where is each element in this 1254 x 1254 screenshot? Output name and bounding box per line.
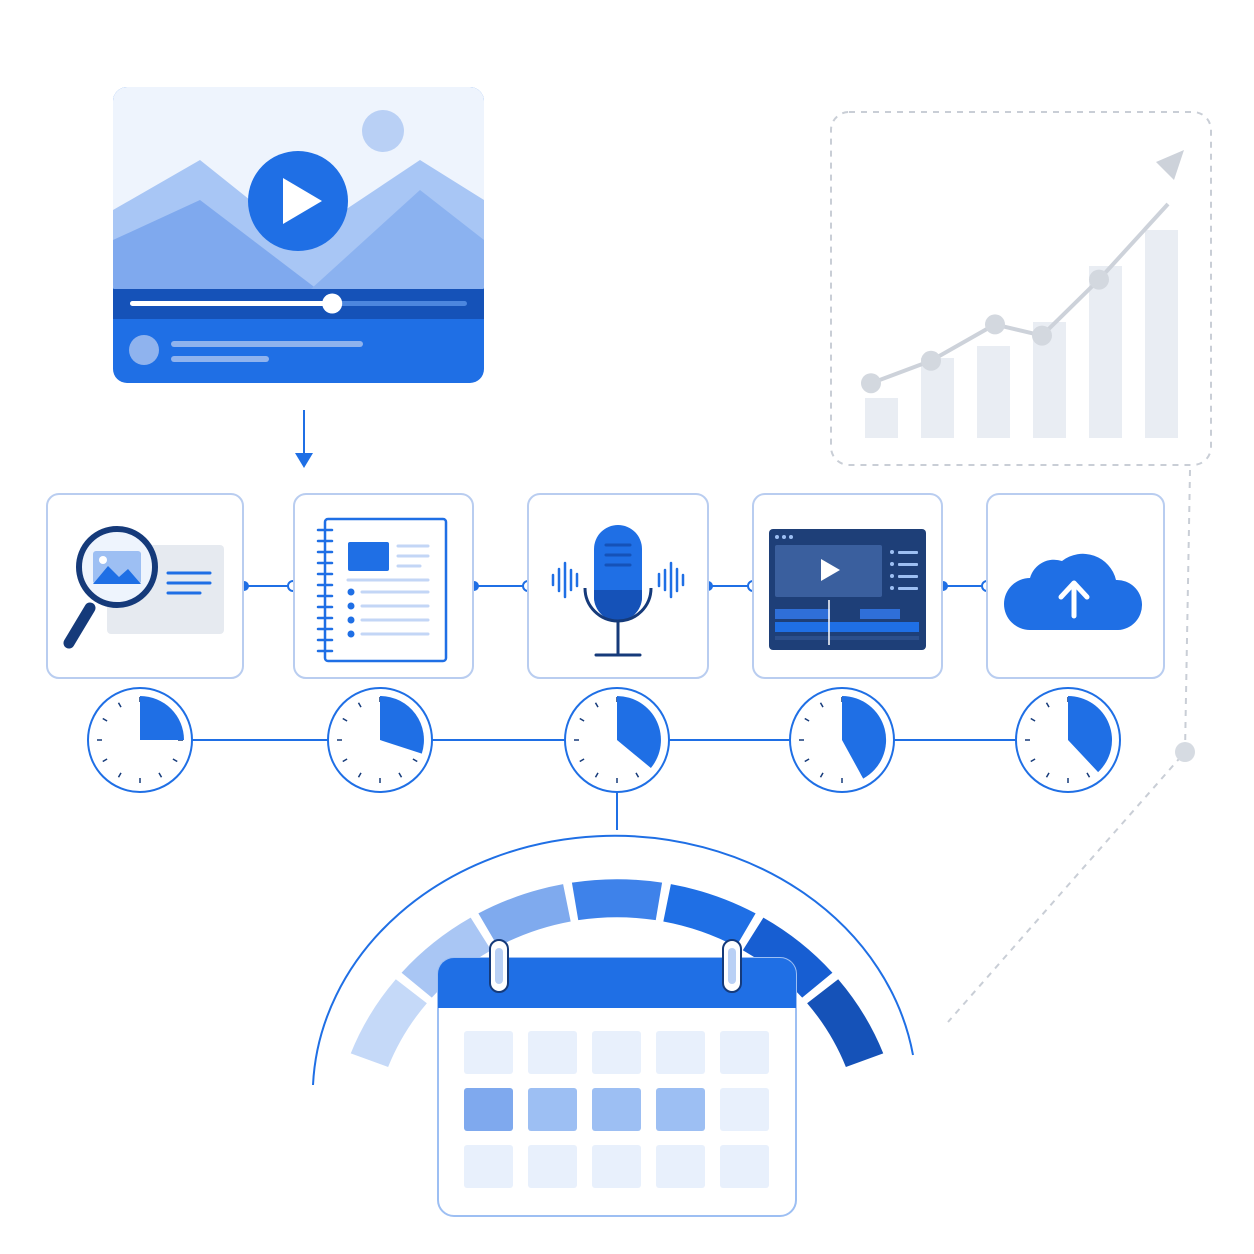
video-editor-icon	[769, 529, 926, 650]
trend-point	[861, 373, 881, 394]
calendar-day	[464, 1145, 513, 1188]
timer-progress	[842, 695, 887, 779]
calendar-day	[464, 1031, 513, 1074]
play-icon	[821, 559, 840, 581]
step-card-script[interactable]	[293, 493, 474, 679]
magnifier-image-icon	[63, 526, 158, 649]
play-button[interactable]	[248, 151, 348, 251]
mountain-front	[113, 200, 330, 299]
calendar-day	[656, 1031, 705, 1074]
arc-segment	[401, 917, 492, 998]
arc-segment	[478, 884, 571, 947]
dashed-connector	[947, 469, 1191, 1023]
calendar-day	[720, 1088, 769, 1131]
down-arrow	[295, 410, 313, 468]
timer-progress	[380, 696, 424, 754]
growth-chart	[830, 111, 1212, 1023]
trend-point	[921, 350, 941, 371]
microphone-icon	[583, 525, 653, 657]
trend-point	[985, 314, 1005, 335]
subtitle-line	[171, 356, 269, 362]
timer-progress	[1068, 696, 1113, 773]
growth-chart-frame	[830, 111, 1212, 466]
arc-segment	[742, 917, 833, 998]
play-icon	[283, 178, 322, 224]
timer-icon	[789, 687, 895, 793]
bullet-dot	[347, 630, 355, 638]
timer-icon	[564, 687, 670, 793]
timer-icon	[1015, 687, 1121, 793]
arc-segment	[571, 879, 663, 921]
title-line	[171, 341, 363, 347]
calendar-day	[656, 1145, 705, 1188]
trend-point	[1089, 269, 1109, 290]
calendar-day	[592, 1145, 641, 1188]
timer-icon	[327, 687, 433, 793]
timer-icon	[87, 687, 193, 793]
arc-segment	[663, 884, 756, 947]
workflow-steps	[46, 493, 1165, 679]
step-card-research[interactable]	[46, 493, 244, 679]
calendar-day-scheduled	[656, 1088, 705, 1131]
growth-bar	[1089, 266, 1122, 438]
timer-progress	[140, 696, 184, 740]
schedule-section	[312, 834, 914, 1217]
calendar-icon	[437, 939, 797, 1217]
text-lines	[166, 571, 212, 595]
step-card-editing[interactable]	[752, 493, 943, 679]
outer-arc	[312, 834, 914, 1086]
notebook-icon	[316, 517, 448, 663]
bullet-dot	[347, 616, 355, 624]
timeline	[87, 687, 1121, 830]
step-card-upload[interactable]	[986, 493, 1165, 679]
calendar-day	[592, 1031, 641, 1074]
calendar-day	[528, 1145, 577, 1188]
growth-bar	[1145, 230, 1178, 438]
trend-line	[870, 202, 1170, 386]
bullet-dot	[347, 602, 355, 610]
calendar-day	[720, 1031, 769, 1074]
trend-point	[1032, 325, 1052, 346]
calendar-day	[528, 1031, 577, 1074]
calendar-day-scheduled	[528, 1088, 577, 1131]
calendar-day	[720, 1145, 769, 1188]
video-player-card	[113, 87, 484, 383]
sun-circle	[362, 110, 404, 152]
growth-bar	[977, 346, 1010, 438]
cloud-upload-icon	[1004, 553, 1143, 630]
calendar-day-scheduled	[464, 1088, 513, 1131]
progress-scrubber[interactable]	[322, 293, 343, 314]
sound-wave-icon	[551, 561, 685, 599]
calendar-day-scheduled	[592, 1088, 641, 1131]
growth-bar	[921, 358, 954, 438]
bullet-dot	[347, 588, 355, 596]
arc-segment	[807, 979, 884, 1067]
growth-bar	[865, 398, 898, 438]
progress-fill	[130, 301, 333, 306]
channel-avatar	[129, 335, 159, 365]
arc-segment	[350, 979, 427, 1067]
step-card-voiceover[interactable]	[527, 493, 709, 679]
timer-progress	[617, 696, 661, 768]
trend-arrow-head	[1156, 150, 1184, 180]
connector-node	[1175, 742, 1195, 762]
